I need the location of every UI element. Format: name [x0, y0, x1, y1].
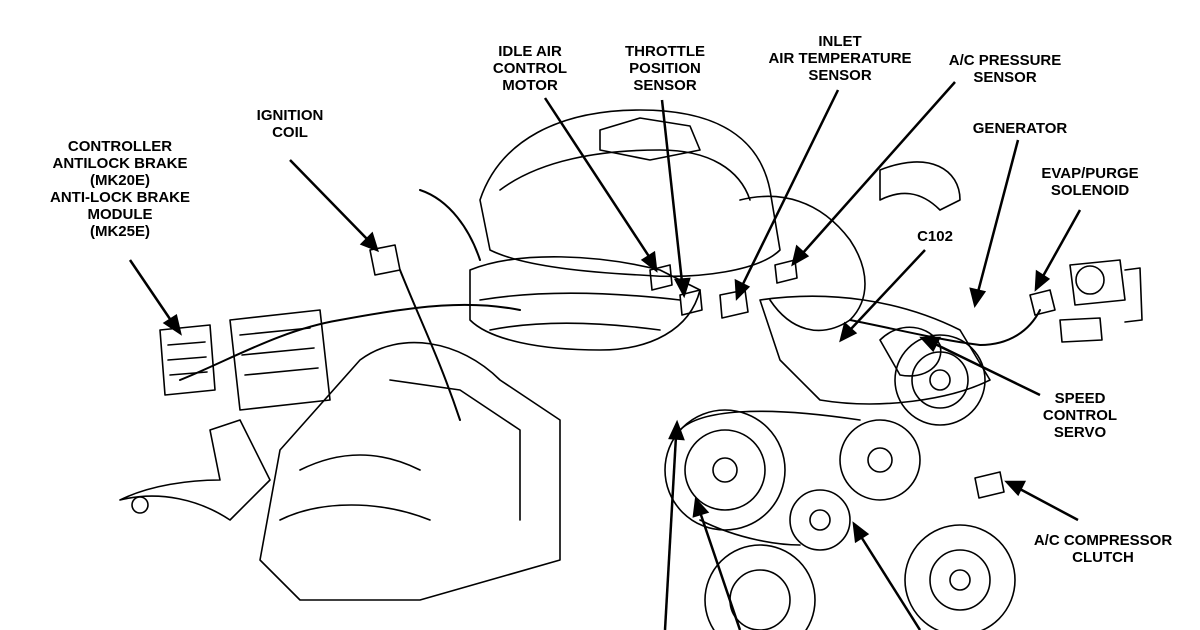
- generator-shape: [894, 334, 986, 426]
- arrow-throttle-position-sensor: [660, 99, 691, 299]
- arrow-evap-purge-solenoid: [1034, 209, 1082, 292]
- ac-connector-shape: [974, 471, 1005, 499]
- pulleys: [664, 409, 1016, 630]
- label-controller-antilock-brake: CONTROLLER ANTILOCK BRAKE (MK20E) ANTI-L…: [50, 138, 190, 240]
- abs-module: [159, 309, 331, 411]
- arrow-ac-pressure-sensor: [791, 81, 956, 267]
- label-ac-pressure-sensor: A/C PRESSURE SENSOR: [948, 52, 1062, 86]
- arrow-bottom-3: [852, 521, 922, 630]
- lower-intake: [469, 256, 701, 351]
- label-speed-control-servo: SPEED CONTROL SERVO: [1042, 390, 1118, 441]
- arrow-bottom-2: [692, 497, 742, 630]
- arrow-controller-abs: [128, 259, 182, 336]
- air-inlet-tube: [739, 195, 866, 332]
- arrow-bottom-1: [663, 419, 685, 630]
- engine-block: [259, 341, 561, 601]
- arrow-c102: [839, 249, 926, 343]
- intake-manifold: [479, 109, 781, 278]
- mount-bracket: [119, 419, 271, 521]
- arrow-generator: [969, 139, 1020, 308]
- label-inlet-air-temperature-sensor: INLET AIR TEMPERATURE SENSOR: [768, 33, 912, 84]
- arrow-idle-air-control-motor: [543, 97, 658, 273]
- ignition-coil-shape: [369, 244, 401, 276]
- wiring-harness: [179, 303, 521, 381]
- label-evap-purge-solenoid: EVAP/PURGE SOLENOID: [1041, 165, 1139, 199]
- servo-shape: [879, 326, 942, 377]
- label-generator: GENERATOR: [972, 120, 1068, 137]
- arrow-ignition-coil: [289, 159, 379, 253]
- evap-solenoid-shape: [1029, 259, 1143, 343]
- arrow-speed-control-servo: [919, 336, 1041, 397]
- label-ignition-coil: IGNITION COIL: [256, 107, 324, 141]
- label-c102: C102: [917, 228, 953, 245]
- label-ac-compressor-clutch: A/C COMPRESSOR CLUTCH: [1033, 532, 1173, 566]
- label-throttle-position-sensor: THROTTLE POSITION SENSOR: [625, 43, 705, 94]
- label-idle-air-control-motor: IDLE AIR CONTROL MOTOR: [492, 43, 568, 94]
- arrow-ac-compressor-clutch: [1004, 480, 1079, 522]
- arrow-inlet-air-temperature-sensor: [734, 89, 840, 301]
